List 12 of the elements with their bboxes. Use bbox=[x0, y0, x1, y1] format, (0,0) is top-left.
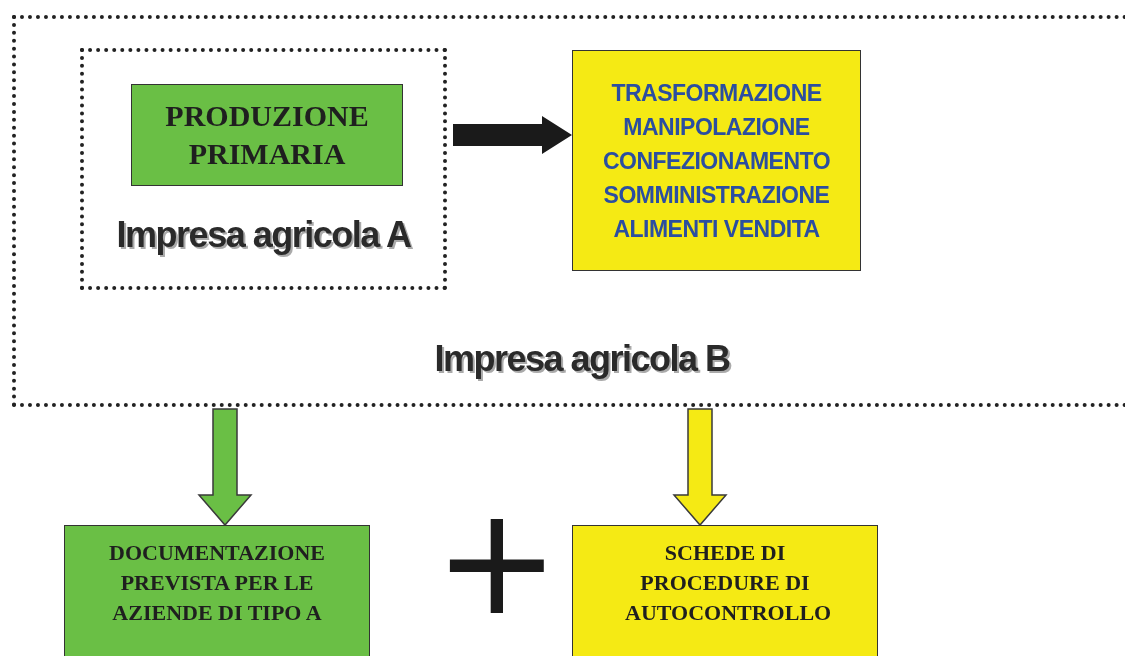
dotted-group-frame bbox=[80, 48, 447, 290]
block-arrow bbox=[197, 408, 253, 527]
block-arrow bbox=[672, 408, 728, 527]
block-arrow bbox=[453, 116, 572, 154]
dotted-group-frame bbox=[12, 15, 1125, 407]
group-heading: Impresa agricola B bbox=[433, 338, 731, 380]
process-box: PRODUZIONE PRIMARIA bbox=[131, 84, 403, 186]
process-box: DOCUMENTAZIONE PREVISTA PER LE AZIENDE DI TIPO A bbox=[64, 525, 370, 656]
group-heading: Impresa agricola A bbox=[115, 214, 412, 256]
process-box: SCHEDE DI PROCEDURE DI AUTOCONTROLLO bbox=[572, 525, 878, 656]
process-box: TRASFORMAZIONE MANIPOLAZIONE CONFEZIONAMENTO SOMMINISTRAZIONE ALIMENTI VENDITA bbox=[572, 50, 861, 271]
plus-sign: + bbox=[434, 486, 560, 636]
